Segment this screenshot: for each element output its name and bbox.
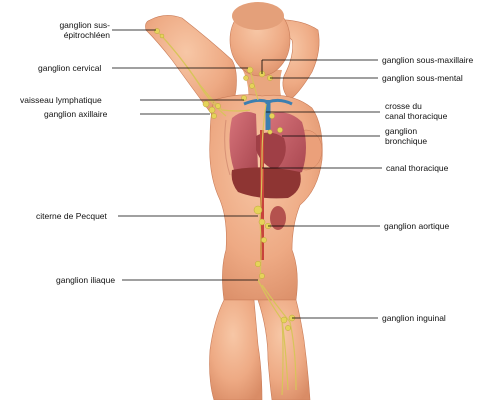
node-vessel <box>241 95 247 101</box>
node-axillary-4 <box>211 113 217 119</box>
node-iliac-2 <box>259 273 265 279</box>
node-bronchial-1 <box>269 113 275 119</box>
subclavian-veins <box>243 98 293 106</box>
label-iliac: ganglion iliaque <box>56 275 116 285</box>
node-bronchial-2 <box>277 127 283 133</box>
organs <box>224 98 306 260</box>
node-inguinal-1 <box>280 316 288 324</box>
label-crosse-line2: canal thoracique <box>385 111 448 121</box>
left-leg <box>209 299 263 400</box>
label-crosse-line1: crosse du <box>385 101 422 111</box>
liver <box>231 167 301 199</box>
lymph-nodes <box>154 28 296 331</box>
node-inguinal-3 <box>285 325 291 331</box>
label-aortic: ganglion aortique <box>384 221 450 231</box>
label-epitrochlear: ganglion sus- épitrochléen <box>40 20 110 40</box>
label-submandibular: ganglion sous-maxillaire <box>382 55 474 65</box>
label-inguinal: ganglion inguinal <box>382 313 446 323</box>
label-vessel: vaisseau lymphatique <box>20 95 102 105</box>
leg-vessel-3 <box>281 319 284 396</box>
label-epitrochlear-line1: ganglion sus- <box>59 20 110 30</box>
label-axillary: ganglion axillaire <box>44 109 108 119</box>
node-iliac-1 <box>254 260 262 268</box>
node-chyli-2 <box>258 218 266 226</box>
thoracic-duct <box>259 103 267 281</box>
left-lung <box>229 111 258 174</box>
label-crosse: crosse du canal thoracique <box>385 101 447 121</box>
label-submental: ganglion sous-mental <box>382 73 463 83</box>
label-cervical: ganglion cervical <box>38 63 102 73</box>
label-canal: canal thoracique <box>386 163 449 173</box>
leg-vessel-right <box>261 284 297 391</box>
lymph-vessels <box>155 29 297 396</box>
label-epitrochlear-line2: épitrochléen <box>63 30 110 40</box>
node-epitrochlear-2 <box>159 33 165 39</box>
node-axillary-3 <box>215 103 221 109</box>
node-bronchial-3 <box>267 129 273 135</box>
leader-lines <box>112 29 382 319</box>
label-pecquet: citerne de Pecquet <box>36 211 107 221</box>
node-chyli-1 <box>253 205 263 215</box>
node-cervical <box>246 66 254 74</box>
node-axillary-2 <box>208 106 216 114</box>
node-cervical-3 <box>249 83 255 89</box>
kidney <box>270 206 286 230</box>
right-leg <box>257 299 311 400</box>
label-bronchial-line1: ganglion <box>385 126 418 136</box>
hair <box>232 2 284 30</box>
label-bronchial-line2: bronchique <box>385 136 428 146</box>
node-axillary-1 <box>202 100 210 108</box>
node-cervical-2 <box>243 75 249 81</box>
node-epitrochlear <box>154 28 160 34</box>
node-aortic-2 <box>261 237 267 243</box>
arm-vessel-left-2 <box>159 33 227 117</box>
label-bronchial: ganglion bronchique <box>385 126 427 146</box>
body-silhouette <box>145 2 323 400</box>
